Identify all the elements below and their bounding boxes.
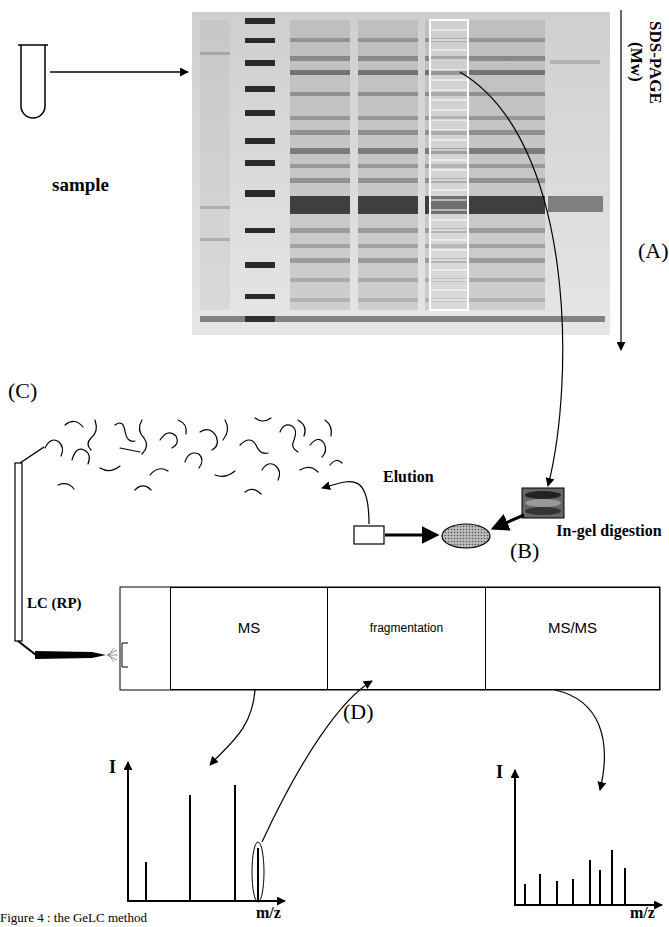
step-label: LC (RP) — [27, 595, 82, 612]
axis-title: SDS-PAGE (Mw) — [626, 12, 665, 112]
panel-letter: (C) — [8, 378, 37, 403]
axis-label: m/z — [630, 904, 655, 922]
axis-label: m/z — [256, 904, 281, 922]
axis-label: I — [109, 757, 116, 778]
step-label: Elution — [383, 468, 434, 486]
sample-label: sample — [52, 174, 109, 196]
axis-label: I — [496, 762, 503, 783]
figure-caption: Figure 4 : the GeLC method — [0, 911, 147, 926]
stage-label: fragmentation — [370, 621, 443, 635]
stage-label: MS — [238, 619, 261, 636]
step-label: In-gel digestion — [553, 522, 665, 540]
panel-letter: (D) — [343, 699, 374, 724]
panel-letter: (B) — [510, 538, 539, 563]
panel-letter: (A) — [638, 238, 669, 263]
stage-label: MS/MS — [548, 619, 597, 636]
instrument-stage: MS/MS — [485, 587, 660, 690]
instrument-stage: fragmentation — [327, 587, 486, 690]
instrument-stage: MS — [170, 587, 328, 690]
